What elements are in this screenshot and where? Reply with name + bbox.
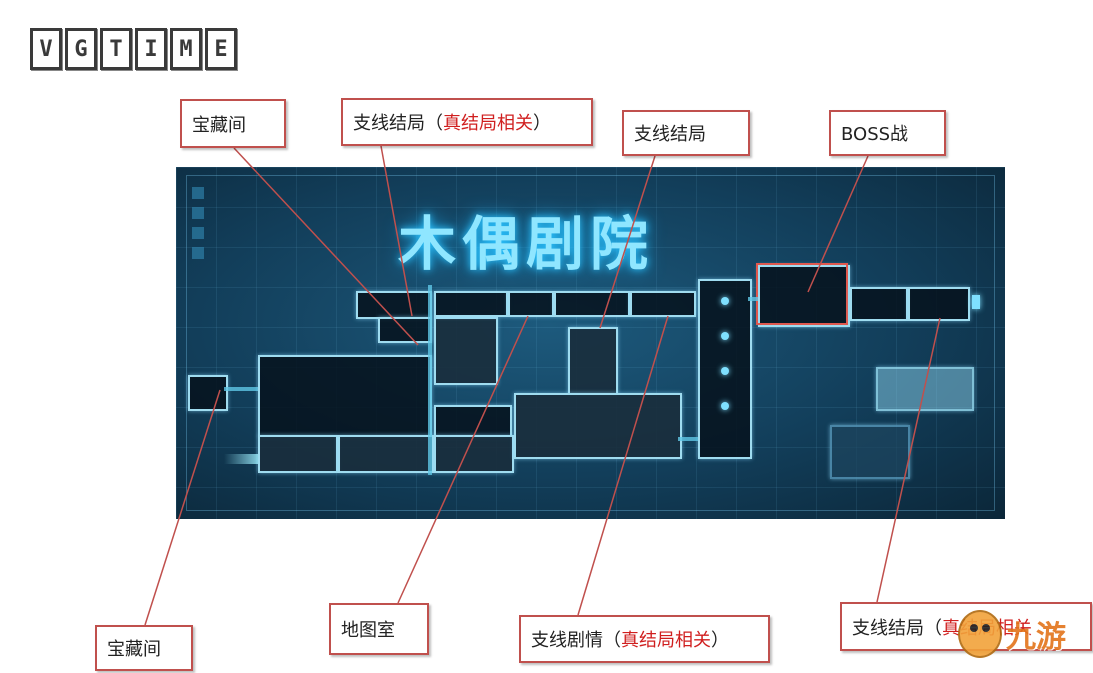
callout-label: 支线结局（ [353, 113, 443, 134]
map-corridor [678, 437, 698, 441]
map-corridor [428, 285, 432, 475]
map-corridor [748, 297, 758, 301]
map-node [972, 295, 980, 309]
logo-char: T [100, 28, 132, 70]
map-room [434, 405, 512, 437]
callout-label: 地图室 [341, 620, 395, 641]
callout-side-story-true: 支线剧情（真结局相关） [519, 615, 770, 663]
callout-boss-fight: BOSS战 [829, 110, 946, 156]
callout-label-tail: ） [533, 113, 551, 134]
map-room [554, 291, 630, 317]
map-info-panel [830, 425, 910, 479]
leader-line [233, 147, 419, 346]
map-node [721, 332, 729, 340]
callout-side-ending-true-top: 支线结局（真结局相关） [341, 98, 593, 146]
map-node [721, 402, 729, 410]
map-room [434, 291, 508, 317]
map-node [721, 367, 729, 375]
map-corridor [224, 387, 260, 391]
map-frame [186, 175, 995, 511]
map-marker [192, 187, 204, 199]
logo-char: I [135, 28, 167, 70]
map-marker [192, 247, 204, 259]
jiuyou-watermark: 九游 [958, 602, 1088, 666]
callout-label-red: 真结局相关 [621, 630, 711, 651]
map-room [258, 355, 432, 437]
boss-room [758, 265, 850, 327]
logo-char: E [205, 28, 237, 70]
leader-line [807, 155, 869, 293]
watermark-text: 九游 [1006, 620, 1066, 655]
callout-treasure-room-bottom: 宝藏间 [95, 625, 193, 671]
callout-label: 支线结局（ [852, 617, 942, 639]
map-node [721, 297, 729, 305]
map-room [258, 435, 338, 473]
leader-line [144, 389, 221, 626]
treasure-room-left [188, 375, 228, 411]
callout-label: 宝藏间 [192, 114, 246, 136]
callout-label: BOSS战 [841, 124, 909, 145]
map-room [630, 291, 696, 317]
callout-map-room: 地图室 [329, 603, 429, 655]
map-room [508, 291, 554, 317]
map-title: 木偶剧院 [398, 210, 655, 278]
map-room [434, 317, 498, 385]
leader-line [380, 145, 413, 317]
logo-char: V [30, 28, 62, 70]
logo-char: M [170, 28, 202, 70]
side-end-room [568, 327, 618, 395]
side-story-room [514, 393, 682, 459]
callout-side-ending-top: 支线结局 [622, 110, 750, 156]
callout-label: 宝藏间 [107, 639, 161, 660]
map-marker [192, 227, 204, 239]
leader-line [599, 155, 656, 329]
map-room [850, 287, 908, 321]
map-entrance [224, 454, 258, 464]
leader-line [397, 315, 529, 604]
map-room [338, 435, 434, 473]
callout-treasure-room-top: 宝藏间 [180, 99, 286, 148]
map-marker [192, 207, 204, 219]
callout-label: 支线结局 [634, 124, 706, 145]
callout-label-red: 真结局相关 [443, 113, 533, 134]
logo-char: G [65, 28, 97, 70]
mascot-bird-icon [958, 610, 1002, 658]
vgtime-logo: V G T I M E [30, 28, 237, 70]
callout-label: 支线剧情（ [531, 630, 621, 651]
leader-line [577, 315, 669, 616]
callout-label-tail: ） [711, 630, 729, 651]
boss-room-highlight [756, 263, 848, 325]
leader-line [876, 317, 941, 603]
